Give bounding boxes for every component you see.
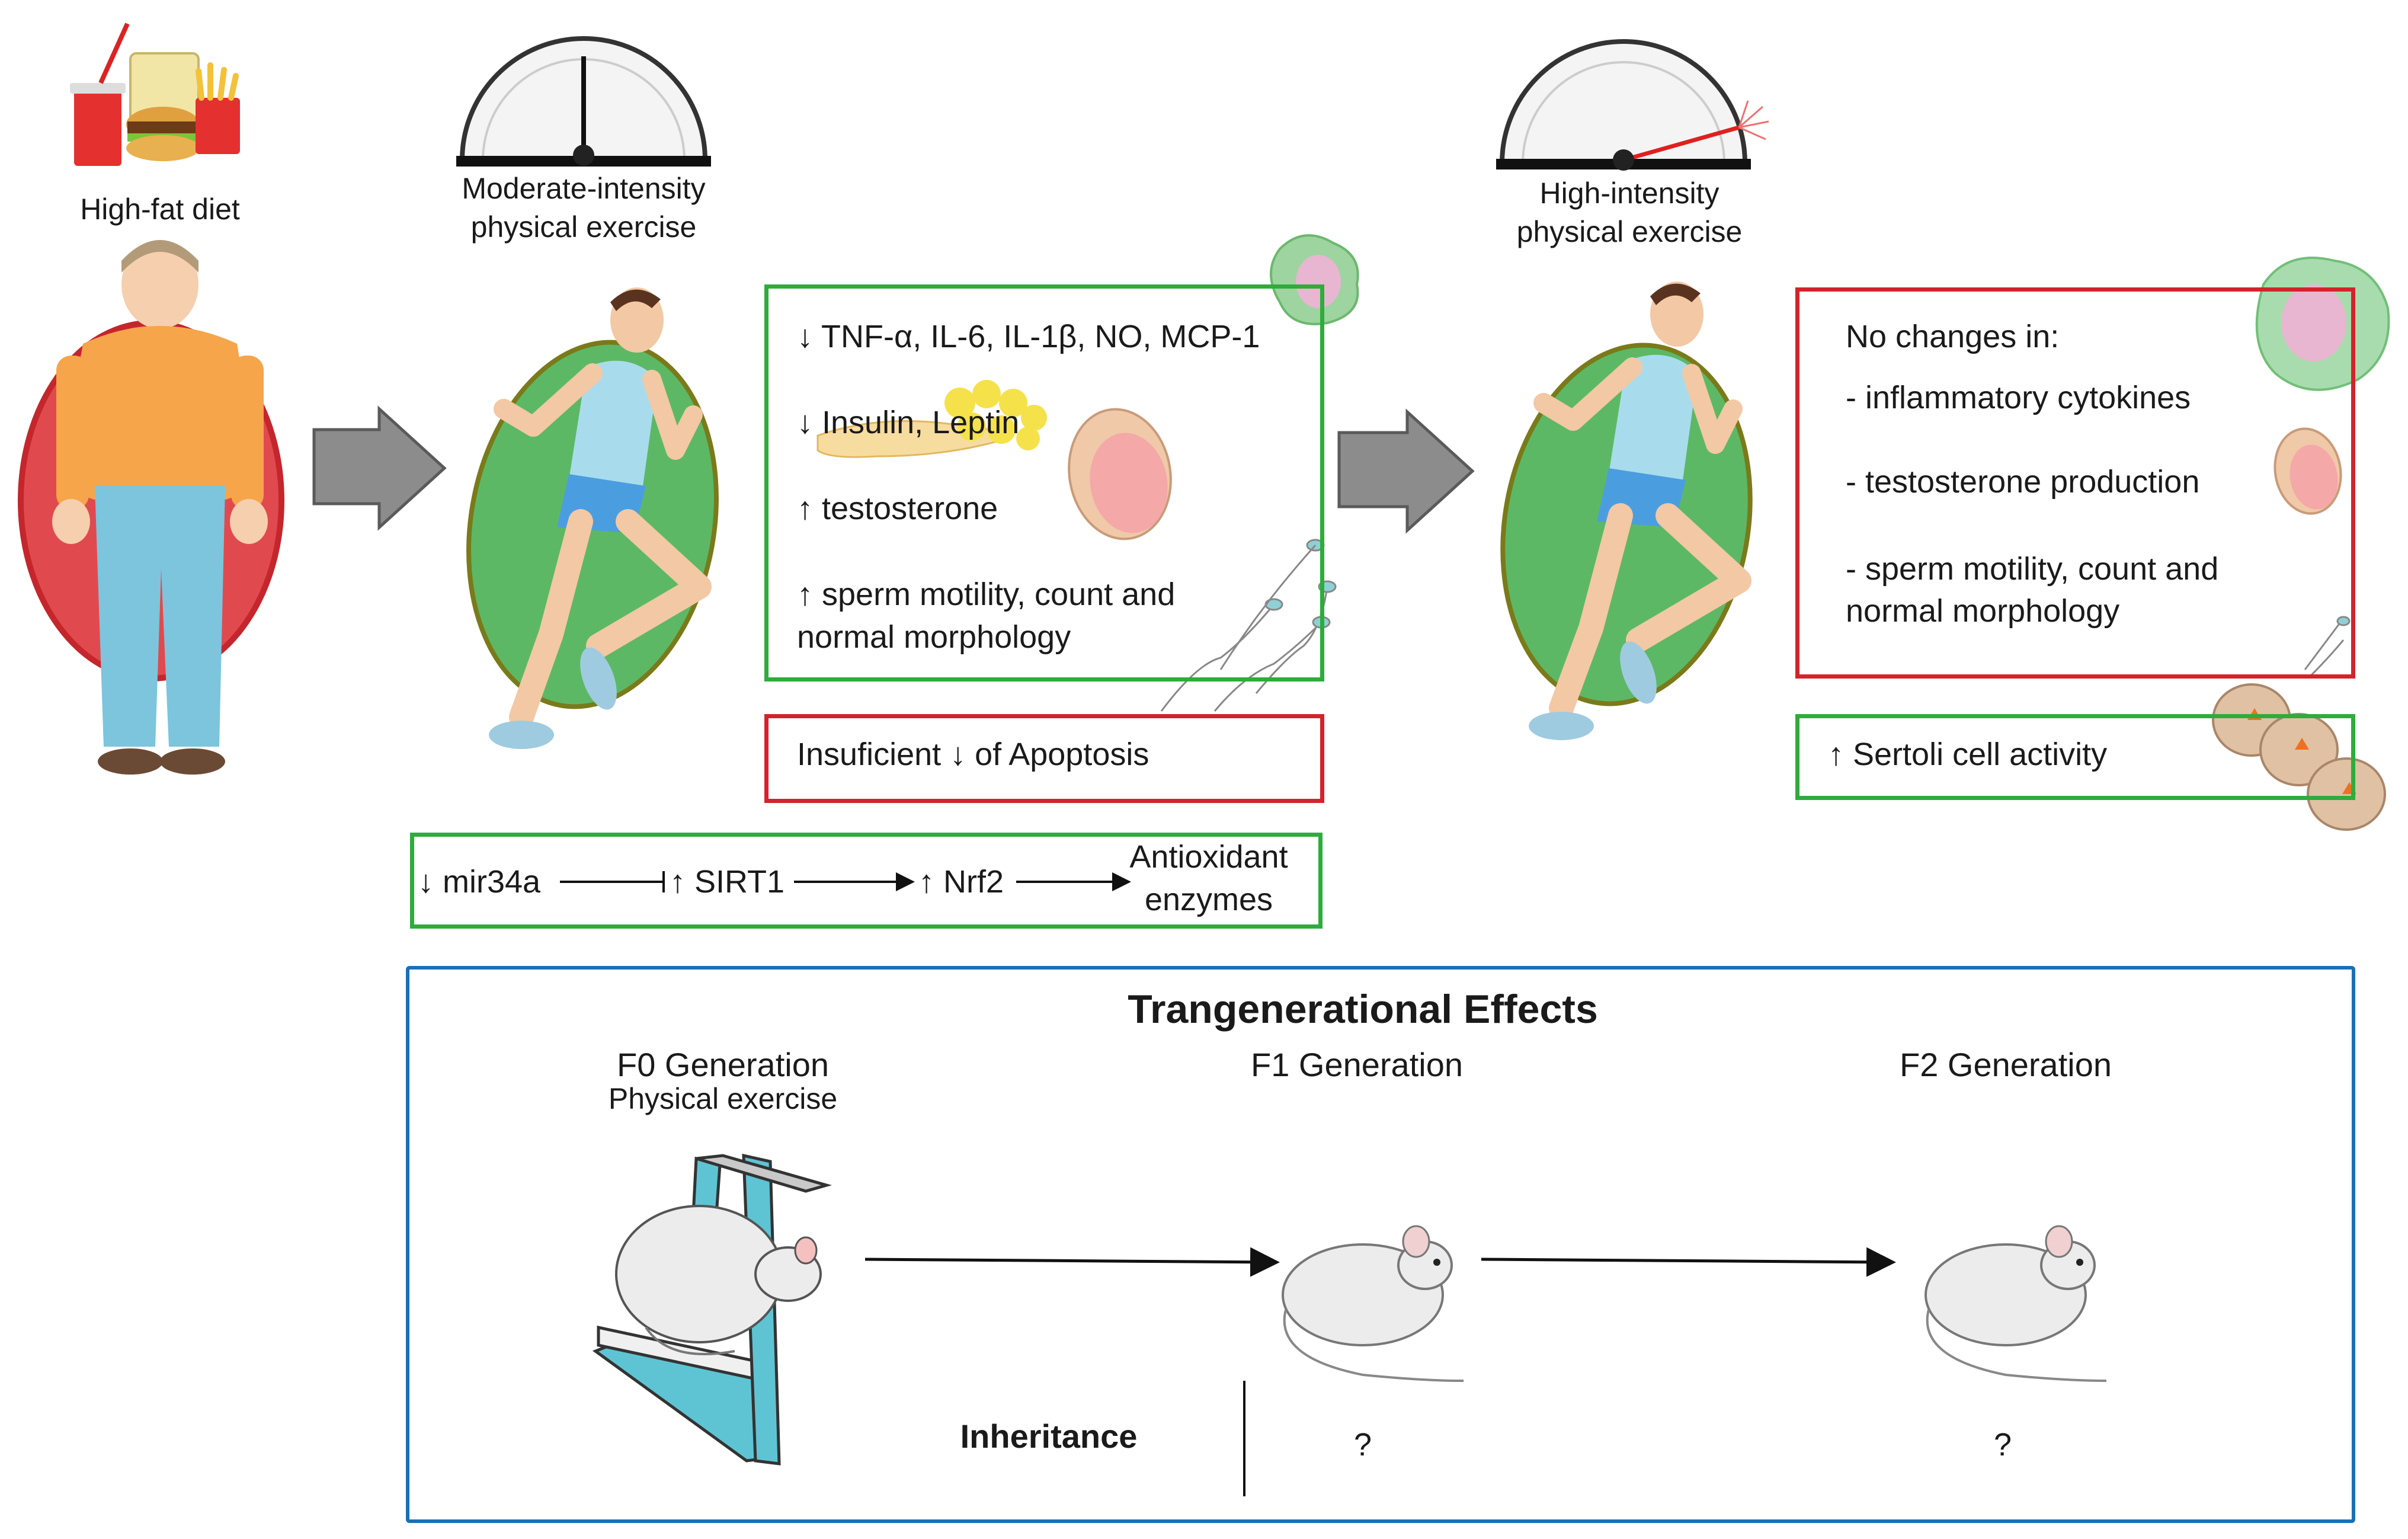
- sertoli-box: [1795, 714, 2355, 800]
- moderate-testosterone-text: ↑ testosterone: [797, 491, 998, 526]
- pathway-mir34a: ↓ mir34a: [418, 864, 541, 900]
- pathway-sirt1: ↑ SIRT1: [670, 864, 785, 900]
- inheritance-arrow-1: [864, 1247, 1280, 1277]
- pathway-nrf2: ↑ Nrf2: [918, 864, 1004, 900]
- sperm-icon-moderate: [1160, 539, 1337, 712]
- moderate-effects-box: [764, 284, 1324, 681]
- sertoli-text: ↑ Sertoli cell activity: [1828, 737, 2108, 772]
- gray-arrow-1: [312, 405, 447, 531]
- macrophage-icon-moderate: [1270, 234, 1359, 325]
- runner-high-figure: [1500, 281, 1753, 740]
- gray-arrow-2: [1337, 408, 1475, 534]
- treadmill-mouse-figure: [592, 1153, 832, 1466]
- pathway-antioxidant-2: enzymes: [1144, 882, 1273, 917]
- f0-generation-subtitle: Physical exercise: [608, 1082, 838, 1115]
- inheritance-arrow-2: [1481, 1247, 1896, 1277]
- moderate-inflammation-text: ↓ TNF-α, IL-6, IL-1β, NO, MCP-1: [797, 319, 1260, 354]
- moderate-label-line1: Moderate-intensity: [462, 172, 706, 205]
- fast-food-icon: [70, 23, 240, 166]
- high-box-item-sperm-2: normal morphology: [1846, 593, 2120, 629]
- testis-icon-moderate: [1068, 408, 1172, 540]
- high-fat-diet-label: High-fat diet: [80, 193, 240, 226]
- high-intensity-gauge: [1496, 39, 1769, 171]
- mouse-f1-icon: [1282, 1225, 1464, 1382]
- pathway-arrows: [560, 871, 1131, 892]
- transgenerational-box: [406, 966, 2355, 1523]
- f0-generation-title: F0 Generation: [617, 1046, 829, 1083]
- moderate-label-line2: physical exercise: [470, 210, 697, 244]
- f1-generation-title: F1 Generation: [1251, 1046, 1463, 1083]
- f2-generation-title: F2 Generation: [1900, 1046, 2112, 1083]
- sertoli-cells-icon: [2212, 683, 2386, 831]
- moderate-sperm-text-1: ↑ sperm motility, count and: [797, 577, 1176, 612]
- moderate-sperm-text-2: normal morphology: [797, 619, 1071, 655]
- high-label-line2: physical exercise: [1516, 215, 1743, 248]
- high-box-item-testosterone: - testosterone production: [1846, 464, 2200, 500]
- adipocytes-icon: [944, 380, 1047, 450]
- runner-moderate-figure: [466, 287, 719, 749]
- testis-icon-high: [2273, 427, 2342, 515]
- moderate-intensity-gauge: [456, 36, 711, 167]
- sperm-icon-high: [2304, 616, 2351, 677]
- high-effects-box: [1795, 287, 2355, 679]
- high-label-line1: High-intensity: [1539, 177, 1719, 210]
- apoptosis-box: [764, 714, 1324, 803]
- moderate-insulin-text: ↓ Insulin, Leptin: [797, 405, 1020, 440]
- high-box-item-sperm-1: - sperm motility, count and: [1846, 551, 2219, 587]
- pathway-box: [410, 833, 1323, 929]
- f2-unknown-mark: ?: [1993, 1427, 2012, 1463]
- high-box-title: No changes in:: [1846, 319, 2060, 354]
- pathway-antioxidant-1: Antioxidant: [1129, 839, 1288, 875]
- inheritance-label: Inheritance: [960, 1418, 1138, 1455]
- mouse-f2-icon: [1925, 1225, 2107, 1382]
- obese-man-figure: [18, 240, 284, 775]
- f1-unknown-mark: ?: [1353, 1427, 1372, 1463]
- transgenerational-title: Trangenerational Effects: [1128, 987, 1598, 1032]
- high-box-item-cytokines: - inflammatory cytokines: [1846, 380, 2191, 415]
- apoptosis-text: Insuficient ↓ of Apoptosis: [797, 737, 1149, 772]
